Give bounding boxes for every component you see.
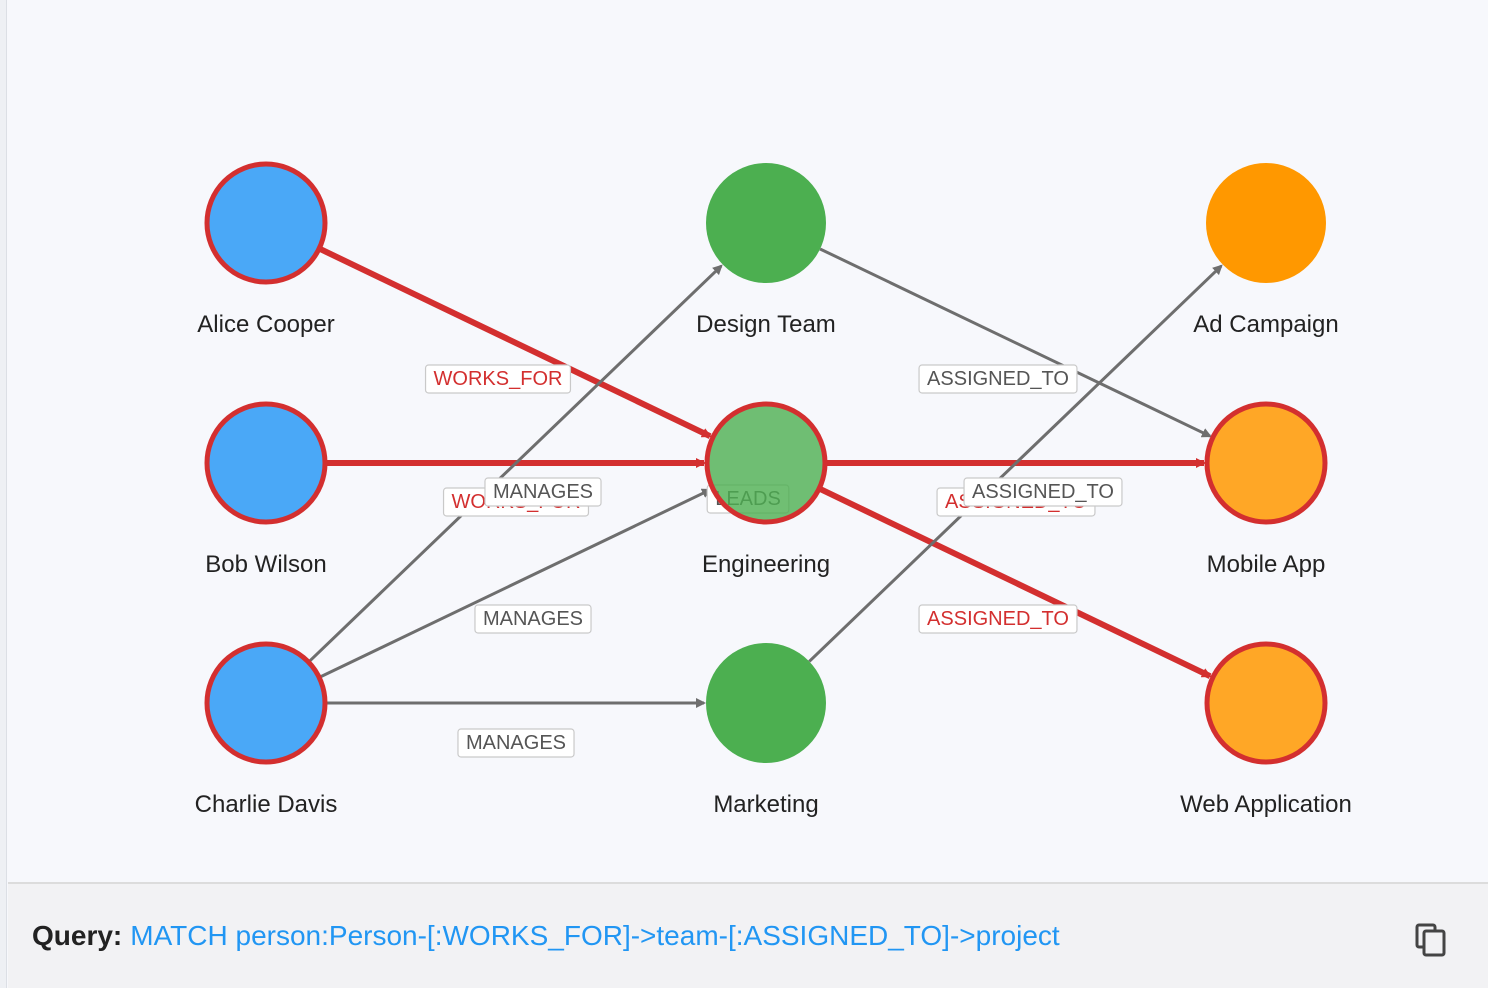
node-circle[interactable] (1206, 163, 1326, 283)
node-label: Mobile App (1207, 551, 1326, 578)
copy-icon (1415, 923, 1446, 957)
edge-label: ASSIGNED_TO (963, 477, 1123, 507)
node-label: Web Application (1180, 791, 1352, 818)
edge-label: ASSIGNED_TO (918, 364, 1078, 394)
node-engineering[interactable]: Engineering (702, 401, 830, 578)
node-circle[interactable] (1204, 401, 1328, 525)
graph-canvas[interactable]: WORKS_FORWORKS_FORMANAGESMANAGESMANAGESA… (0, 0, 1488, 882)
node-circle[interactable] (706, 643, 826, 763)
edge-label: MANAGES (484, 477, 602, 507)
edge-label-box (484, 477, 602, 507)
edge-label-text: MANAGES (483, 608, 583, 630)
edge-label-text: MANAGES (493, 481, 593, 503)
query-label: Query: (32, 920, 123, 951)
node-label: Alice Cooper (197, 311, 334, 338)
edge-label-box (424, 364, 572, 394)
node-label: Marketing (713, 791, 818, 818)
edge-alice-engineering[interactable] (318, 246, 712, 439)
edge-label: WORKS_FOR (424, 364, 572, 394)
edge-label: MANAGES (474, 604, 592, 634)
node-circle[interactable] (204, 161, 328, 285)
edge-label-box (963, 477, 1123, 507)
node-circle[interactable] (706, 163, 826, 283)
node-label: Engineering (702, 551, 830, 578)
node-label: Charlie Davis (195, 791, 338, 818)
edge-label-box (918, 364, 1078, 394)
edge-label-text: WORKS_FOR (434, 368, 563, 390)
edge-label-text: ASSIGNED_TO (972, 481, 1114, 503)
node-label: Bob Wilson (205, 551, 326, 578)
node-bob[interactable]: Bob Wilson (204, 401, 328, 578)
node-adcampaign[interactable]: Ad Campaign (1193, 163, 1339, 338)
node-circle[interactable] (204, 401, 328, 525)
node-alice[interactable]: Alice Cooper (197, 161, 335, 338)
node-circle[interactable] (704, 401, 828, 525)
node-webapp[interactable]: Web Application (1180, 641, 1352, 818)
node-label: Ad Campaign (1193, 311, 1338, 338)
node-circle[interactable] (1204, 641, 1328, 765)
query-text[interactable]: MATCH person:Person-[:WORKS_FOR]->team-[… (130, 920, 1060, 951)
copy-button[interactable] (1414, 922, 1448, 958)
edge-charlie-engineering[interactable] (319, 488, 712, 679)
left-panel-border (0, 0, 7, 988)
edge-label: MANAGES (457, 728, 575, 758)
edge-label-box (474, 604, 592, 634)
edge-design-mobileapp[interactable] (819, 247, 1212, 438)
edge-marketing-adcampaign[interactable] (808, 264, 1223, 663)
node-design[interactable]: Design Team (696, 163, 836, 338)
node-label: Design Team (696, 311, 836, 338)
edge-charlie-design[interactable] (308, 264, 723, 663)
edges-layer (308, 246, 1223, 708)
node-marketing[interactable]: Marketing (706, 643, 826, 818)
node-charlie[interactable]: Charlie Davis (195, 641, 338, 818)
edge-labels-layer: WORKS_FORWORKS_FORMANAGESMANAGESMANAGESA… (424, 364, 1123, 758)
edge-label-text: ASSIGNED_TO (927, 368, 1069, 390)
edge-label-text: ASSIGNED_TO (927, 608, 1069, 630)
edge-label-text: MANAGES (466, 732, 566, 754)
edge-engineering-webapp[interactable] (818, 486, 1212, 679)
node-circle[interactable] (204, 641, 328, 765)
edge-label: ASSIGNED_TO (918, 604, 1078, 634)
node-mobileapp[interactable]: Mobile App (1204, 401, 1328, 578)
edge-label-box (457, 728, 575, 758)
edge-label-box (918, 604, 1078, 634)
query-bar: Query: MATCH person:Person-[:WORKS_FOR]-… (8, 882, 1488, 988)
